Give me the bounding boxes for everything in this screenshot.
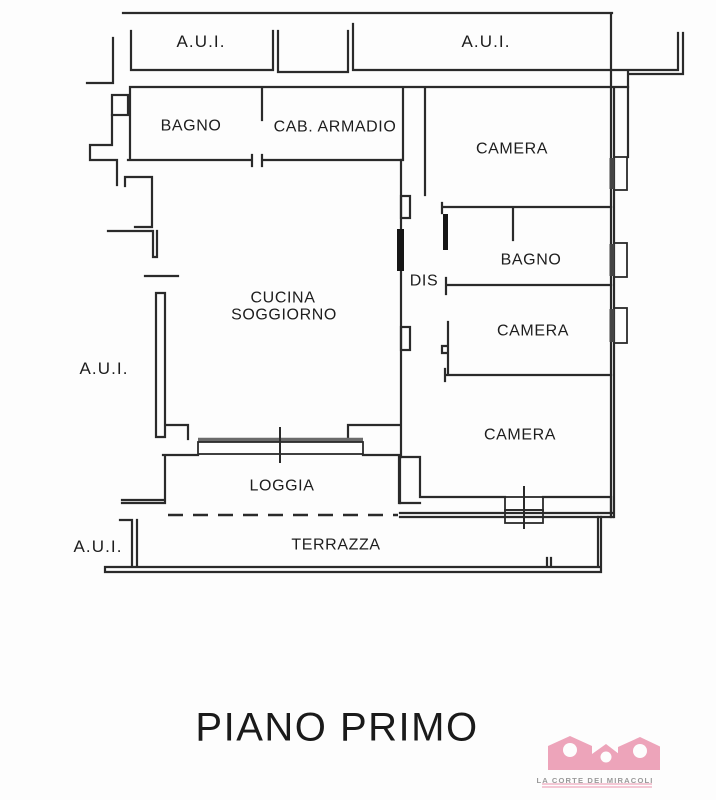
door-leaf: [443, 214, 448, 250]
window-sill: [613, 156, 628, 191]
right-room-walls: [440, 201, 613, 383]
room-label-terrazza: TERRAZZA: [291, 536, 381, 554]
label-aui-bottom: A.U.I.: [73, 537, 123, 557]
entry-column: [110, 93, 130, 117]
room-label-soggiorno: SOGGIORNO: [231, 306, 337, 324]
label-aui-top-left: A.U.I.: [176, 32, 226, 52]
house-window-circle: [563, 743, 577, 757]
room-label-cucina: CUCINA: [250, 289, 316, 307]
room-label-camera-1: CAMERA: [475, 140, 549, 158]
agency-logo: LA CORTE DEI MIRACOLI: [536, 732, 661, 792]
window-glass: [609, 244, 615, 276]
door-jamb: [399, 194, 412, 220]
agency-logo-houses: [542, 736, 661, 788]
room-label-dis: DIS: [409, 272, 439, 290]
agency-name: LA CORTE DEI MIRACOLI: [536, 776, 654, 785]
room-label-camera-3: CAMERA: [483, 426, 557, 444]
window-sill: [613, 242, 628, 278]
house-window-circle: [633, 744, 647, 758]
entry-walls: [88, 113, 180, 278]
outer-walls: [126, 85, 630, 519]
window-glass: [609, 309, 615, 342]
sliding-door: [397, 229, 404, 271]
room-label-loggia: LOGGIA: [249, 477, 315, 495]
room-label-cab-armadio: CAB. ARMADIO: [273, 118, 397, 136]
terrazza-walls: [103, 515, 603, 574]
camera3-walls: [398, 455, 615, 519]
room-label-camera-2: CAMERA: [496, 322, 570, 340]
room-label-bagno-2: BAGNO: [500, 251, 562, 269]
cucina-walls: [154, 158, 403, 459]
room-label-bagno-1: BAGNO: [160, 117, 222, 135]
window-glass: [609, 158, 615, 189]
page-title: PIANO PRIMO: [195, 705, 479, 750]
house-window-circle: [600, 751, 612, 763]
label-aui-left: A.U.I.: [79, 359, 129, 379]
window-sill: [613, 307, 628, 344]
label-aui-top-right: A.U.I.: [461, 32, 511, 52]
loggia-walls: [120, 453, 422, 505]
balcony-walls: [85, 11, 685, 159]
door-jamb: [399, 325, 412, 352]
